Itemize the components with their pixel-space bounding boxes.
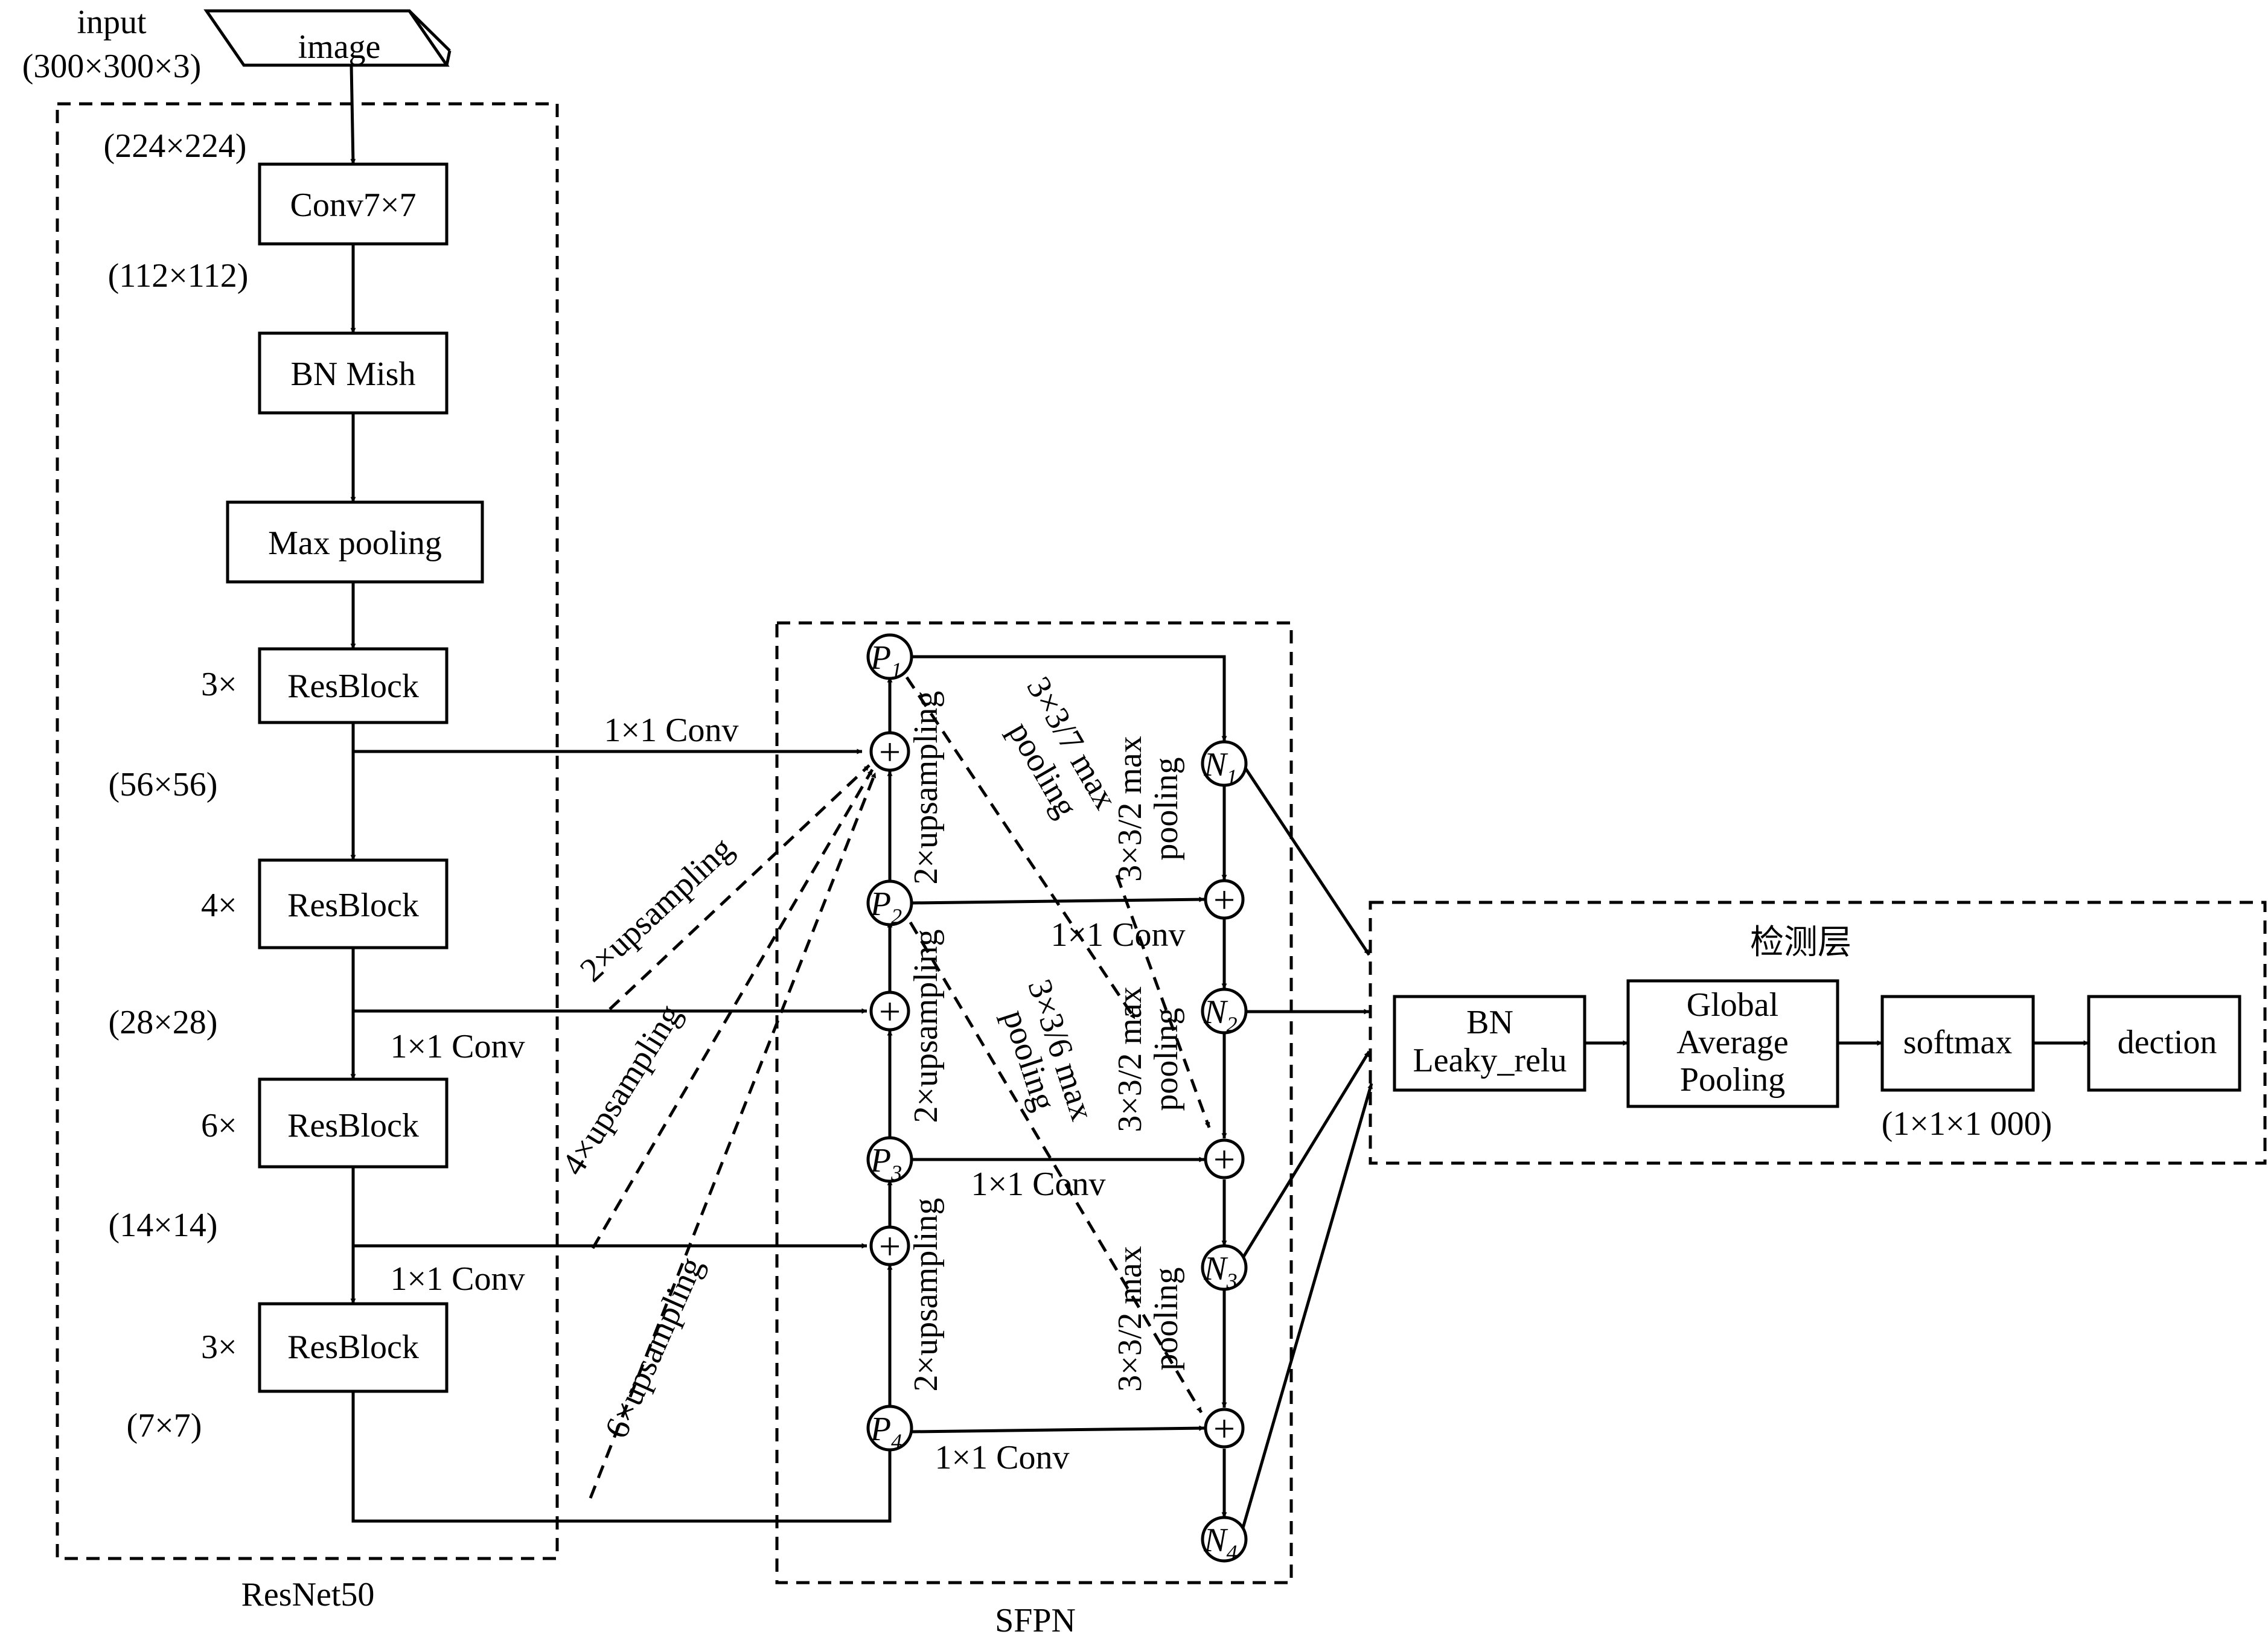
resblock-4-label: ResBlock [287, 1329, 419, 1366]
conv-label-2: 1×1 Conv [391, 1028, 525, 1065]
pool-32-word-2: pooling [1148, 1007, 1185, 1111]
bn-label: BN [1466, 1004, 1513, 1041]
conv7-box: Conv7×7 [258, 162, 449, 246]
pool-32-word-3: pooling [1148, 1267, 1185, 1370]
svg-text:N2: N2 [1203, 994, 1237, 1036]
n1-node: N1 [1201, 740, 1248, 789]
svg-text:N4: N4 [1203, 1522, 1237, 1565]
input-label: input [77, 4, 147, 41]
up2-label-p4: 2×upsampling [907, 1198, 945, 1392]
up2-diag-label: 2×upsampling [573, 830, 740, 989]
svg-text:N3: N3 [1203, 1250, 1237, 1293]
dashed-upsampling-lines [589, 764, 877, 1499]
n4-node: N4 [1201, 1516, 1248, 1565]
conv-label-p4: 1×1 Conv [935, 1439, 1070, 1476]
global-average-pooling-box: Global Average Pooling [1626, 979, 1839, 1108]
svg-text:+: + [879, 990, 901, 1033]
p2-node: P2 [866, 879, 913, 928]
resblock-4: ResBlock [258, 1302, 449, 1393]
p-plus-node-3: + [869, 1225, 910, 1268]
input-size: (300×300×3) [22, 48, 201, 85]
gap-label-2: Average [1676, 1024, 1789, 1061]
size-112: (112×112) [108, 257, 249, 295]
size-14: (14×14) [109, 1207, 218, 1244]
gap-label-1: Global [1687, 986, 1778, 1024]
svg-text:+: + [879, 730, 901, 773]
input-image-node: image [203, 9, 452, 67]
resblock-3: ResBlock [258, 1077, 449, 1169]
p3-node: P3 [866, 1136, 913, 1185]
resnet50-container [56, 102, 559, 1560]
n-plus-node-1: + [1204, 878, 1245, 921]
svg-text:+: + [1213, 1138, 1235, 1181]
svg-text:+: + [1213, 878, 1235, 921]
sfpn-caption: SFPN [995, 1602, 1076, 1639]
max-pooling-box: Max pooling [226, 500, 484, 584]
resnet-arrows [350, 65, 356, 1304]
resblock-3-repeat: 6× [201, 1107, 237, 1144]
svg-text:+: + [1213, 1407, 1235, 1450]
svg-text:+: + [879, 1225, 901, 1268]
resblock-2: ResBlock [258, 858, 449, 949]
p4-node: P4 [866, 1405, 913, 1453]
up2-label-p3: 2×upsampling [907, 930, 945, 1123]
resblock-1: ResBlock [258, 647, 449, 724]
n2-node: N2 [1201, 987, 1248, 1036]
dection-label: dection [2118, 1024, 2217, 1061]
up6-diag-label: 6×upsampling [598, 1251, 711, 1443]
size-7: (7×7) [127, 1407, 202, 1444]
resblock-3-label: ResBlock [287, 1107, 419, 1144]
resnet50-caption: ResNet50 [241, 1576, 375, 1613]
leaky-relu-label: Leaky_relu [1413, 1042, 1567, 1079]
svg-text:N1: N1 [1203, 746, 1237, 789]
n-plus-node-2: + [1204, 1138, 1245, 1181]
resblock-2-label: ResBlock [287, 887, 419, 924]
p-plus-node-1: + [869, 730, 910, 773]
p-to-n-connections [910, 655, 1227, 1434]
bn-leaky-relu-box: BN Leaky_relu [1393, 995, 1586, 1092]
up2-label-p2: 2×upsampling [907, 691, 945, 885]
bn-mish-label: BN Mish [291, 356, 416, 393]
input-image-label: image [298, 28, 381, 66]
sfpn-container [775, 621, 1293, 1584]
softmax-label: softmax [1903, 1024, 2012, 1061]
size-28: (28×28) [109, 1004, 218, 1041]
n-to-detection-arrows [1239, 764, 1373, 1537]
conv-label-3: 1×1 Conv [391, 1260, 525, 1298]
pool-32-word-1: pooling [1148, 757, 1185, 860]
conv-label-p3: 1×1 Conv [971, 1166, 1106, 1203]
svg-text:P1: P1 [870, 639, 902, 682]
resblock-1-label: ResBlock [287, 668, 419, 705]
conv7-label: Conv7×7 [290, 187, 417, 224]
p1-node: P1 [866, 633, 913, 682]
resblock-2-repeat: 4× [201, 887, 237, 924]
conv-label-p2: 1×1 Conv [1051, 916, 1186, 954]
n-plus-node-3: + [1204, 1407, 1245, 1450]
detection-output-size: (1×1×1 000) [1882, 1105, 2052, 1143]
up4-diag-label: 4×upsampling [554, 998, 689, 1182]
pool-32-label-3: 3×3/2 max [1111, 1246, 1149, 1392]
resblock-1-repeat: 3× [201, 666, 237, 703]
resblock-4-repeat: 3× [201, 1329, 237, 1366]
bn-mish-box: BN Mish [258, 331, 449, 415]
conv-label-1: 1×1 Conv [604, 712, 739, 749]
svg-text:P4: P4 [870, 1411, 902, 1453]
softmax-box: softmax [1880, 995, 2035, 1092]
detection-layer-title: 检测层 [1750, 924, 1851, 962]
svg-text:P2: P2 [870, 885, 902, 928]
dection-box: dection [2087, 995, 2241, 1092]
size-224: (224×224) [104, 127, 247, 165]
p-plus-node-2: + [869, 990, 910, 1033]
svg-text:P3: P3 [870, 1142, 902, 1185]
pool-32-label-1: 3×3/2 max [1111, 736, 1149, 882]
pool-32-label-2: 3×3/2 max [1111, 986, 1149, 1132]
n3-node: N3 [1201, 1244, 1248, 1293]
detection-layer-container [1369, 901, 2267, 1165]
gap-label-3: Pooling [1680, 1061, 1785, 1099]
dashed-pooling-lines [905, 676, 1211, 1414]
max-pooling-label: Max pooling [268, 525, 442, 562]
size-56: (56×56) [109, 766, 218, 803]
